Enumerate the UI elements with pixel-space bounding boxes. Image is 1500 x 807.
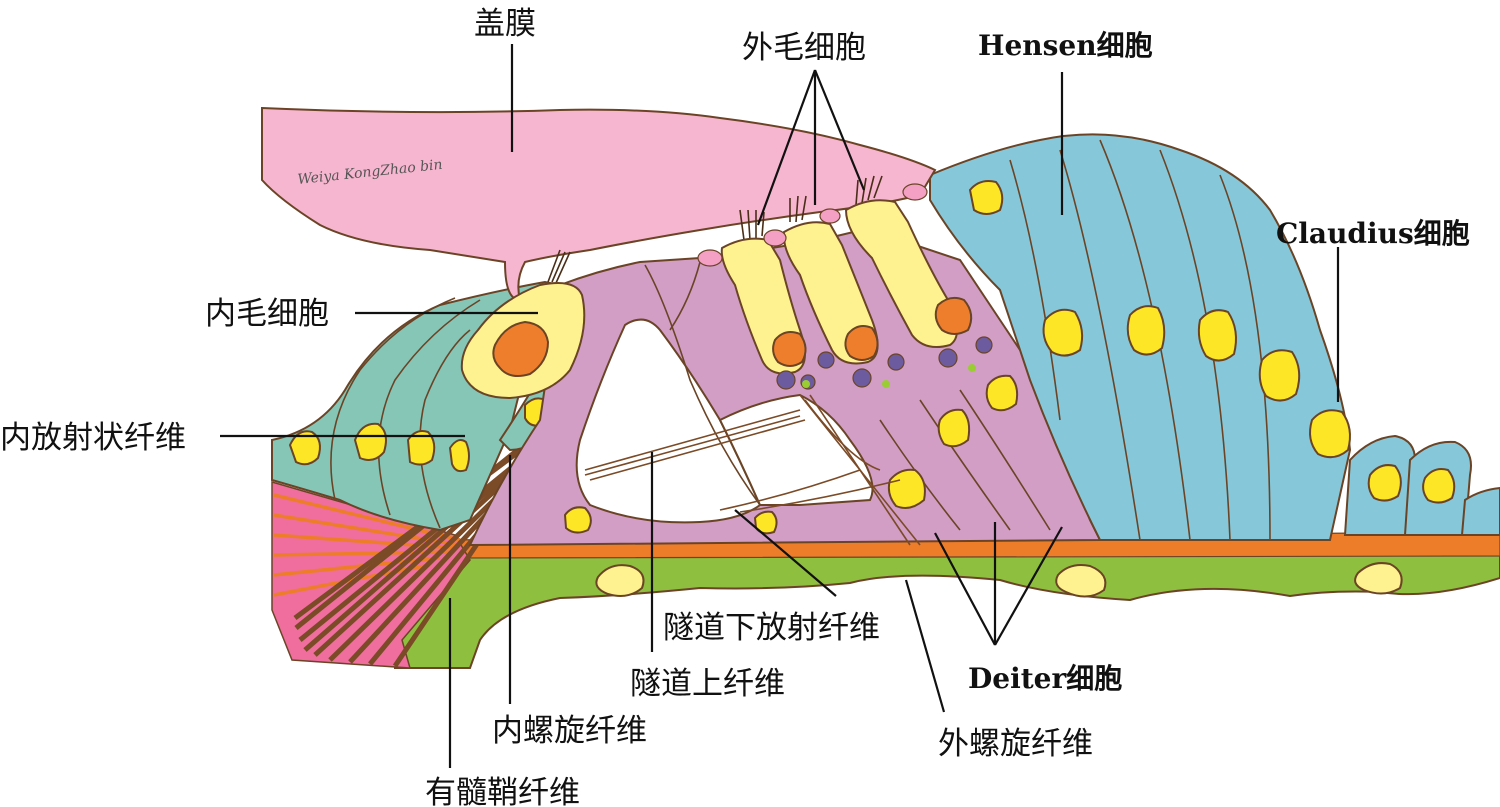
hensen-cells: [929, 133, 1352, 541]
outer-hair-cells-shapes: [720, 199, 993, 390]
label-outer-spiral-fibers: 外螺旋纤维: [938, 726, 1093, 762]
tectorial-membrane: [261, 106, 937, 302]
label-tunnel-lower-radial-fibers: 隧道下放射纤维: [663, 610, 880, 646]
label-tectorial-membrane: 盖膜: [474, 6, 536, 42]
stereocilia: [547, 175, 883, 284]
label-claudius-cells: Claudius细胞: [1276, 217, 1470, 250]
label-deiter-cells: Deiter细胞: [968, 662, 1122, 695]
basilar-membrane-green: [394, 554, 1500, 669]
label-tunnel-upper-fibers: 隧道上纤维: [630, 666, 785, 702]
label-hensen-cells: Hensen细胞: [978, 29, 1153, 62]
reticular-lamina: [697, 183, 928, 267]
label-outer-hair-cells: 外毛细胞: [742, 30, 866, 66]
label-inner-spiral-fibers: 内螺旋纤维: [492, 713, 647, 749]
label-inner-radial-fibers: 内放射状纤维: [0, 420, 186, 456]
tunnel-fibers: [584, 394, 921, 546]
label-inner-hair-cell: 内毛细胞: [205, 296, 329, 332]
leader-lines: [220, 44, 1340, 768]
basilar-nuclei: [595, 562, 1403, 598]
claudius-cells: [1343, 434, 1500, 536]
inner-hair-cell-shape: [460, 282, 586, 400]
label-myelinated-fibers: 有髓鞘纤维: [425, 775, 580, 807]
